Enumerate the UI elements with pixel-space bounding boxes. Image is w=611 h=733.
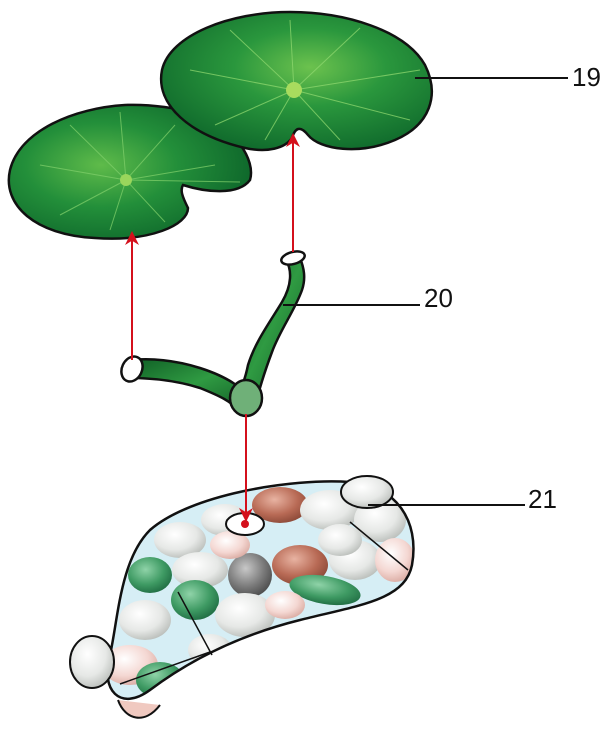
pebble-pot-top-knob — [341, 476, 393, 508]
stem-tube-joint — [230, 380, 262, 416]
lily-pad-right-center — [286, 82, 302, 98]
stem-tube-upper-branch — [240, 258, 304, 395]
callout-19-label: 19 — [572, 62, 601, 92]
lily-pad-right — [161, 12, 432, 150]
stem-tube — [117, 249, 306, 416]
pebble-pot-socket-center — [241, 520, 249, 528]
lily-pads — [9, 12, 432, 239]
pebble-pot-foot — [118, 700, 160, 718]
pebble-pot — [70, 476, 415, 718]
callout-21-label: 21 — [528, 484, 557, 514]
lily-pad-left-center — [120, 174, 132, 186]
pebble-pot-side-knob — [70, 636, 114, 688]
callout-20-label: 20 — [424, 283, 453, 313]
